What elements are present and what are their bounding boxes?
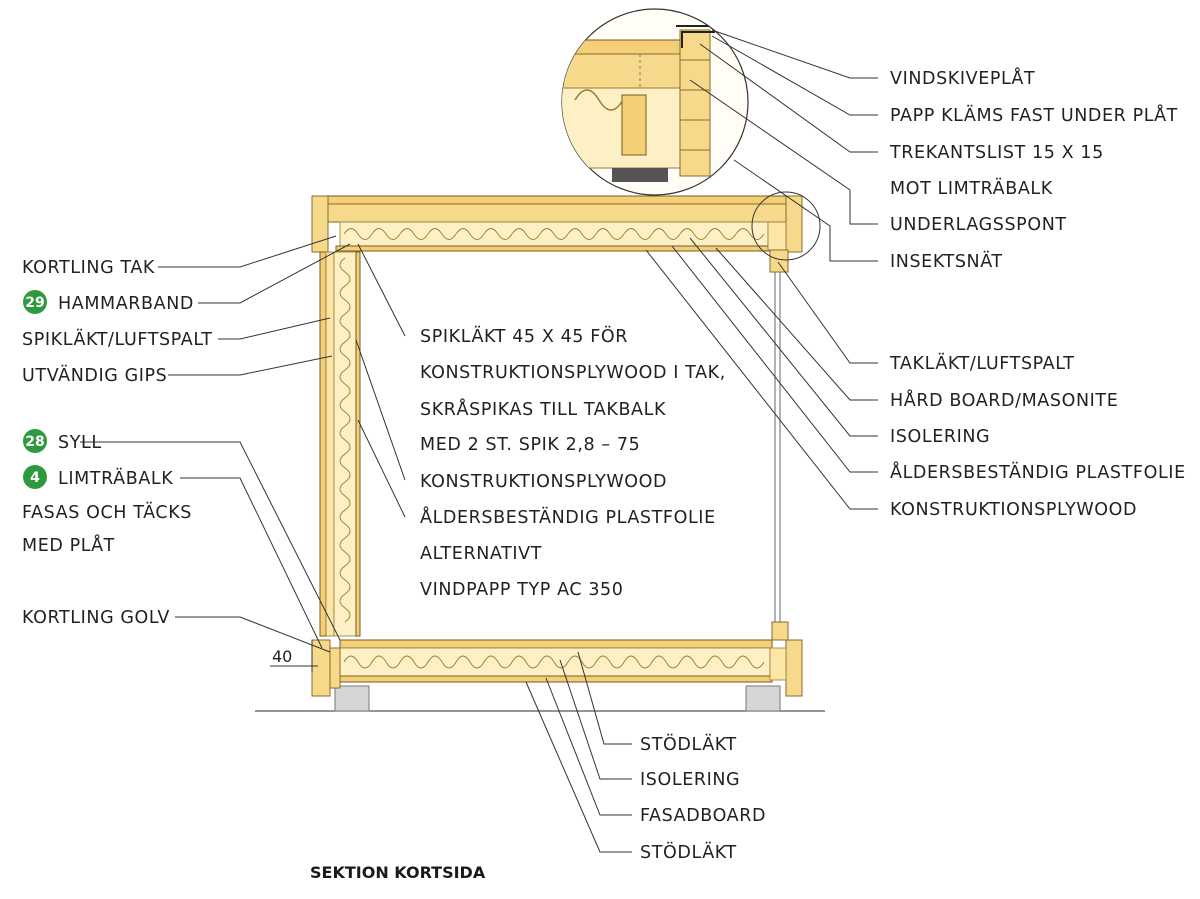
label-center-5: KONSTRUKTIONSPLYWOOD: [420, 472, 667, 492]
label-vindskiveplat: VINDSKIVEPLÅT: [890, 67, 1035, 89]
floor-assembly: [311, 621, 803, 697]
label-spiklakt-luftspalt: SPIKLÄKT/LUFTSPALT: [22, 329, 213, 350]
roof-assembly: [311, 195, 803, 273]
labels-bottom: STÖDLÄKT ISOLERING FASADBOARD STÖDLÄKT: [640, 733, 766, 863]
label-papp-klams: PAPP KLÄMS FAST UNDER PLÅT: [890, 104, 1178, 126]
label-kortling-golv: KORTLING GOLV: [22, 608, 170, 628]
label-center-8: VINDPAPP TYP AC 350: [420, 580, 624, 600]
label-taklakt-luftspalt: TAKLÄKT/LUFTSPALT: [889, 353, 1074, 374]
label-center-7: ALTERNATIVT: [420, 544, 542, 564]
label-center-6: ÅLDERSBESTÄNDIG PLASTFOLIE: [420, 506, 716, 528]
label-konstruktionsplywood-right: KONSTRUKTIONSPLYWOOD: [890, 500, 1137, 520]
label-fasadboard: FASADBOARD: [640, 806, 766, 826]
labels-center: SPIKLÄKT 45 X 45 FÖR KONSTRUKTIONSPLYWOO…: [420, 325, 726, 600]
badge-28: [23, 429, 47, 453]
support-right: [745, 685, 781, 712]
label-isolering-bottom: ISOLERING: [640, 770, 740, 790]
label-center-4: MED 2 ST. SPIK 2,8 – 75: [420, 435, 640, 455]
label-trekantslist: TREKANTSLIST 15 X 15: [889, 143, 1104, 163]
label-limtrabalk: LIMTRÄBALK: [58, 468, 173, 489]
labels-left: KORTLING TAK 29 HAMMARBAND SPIKLÄKT/LUFT…: [22, 258, 213, 628]
label-center-2: KONSTRUKTIONSPLYWOOD I TAK,: [420, 363, 726, 383]
badge-4: [23, 465, 47, 489]
label-center-3: SKRÅSPIKAS TILL TAKBALK: [420, 398, 666, 420]
drawing-title: SEKTION KORTSIDA: [310, 863, 486, 882]
badge-4-text: 4: [30, 470, 40, 486]
label-plastfolie-right: ÅLDERSBESTÄNDIG PLASTFOLIE: [890, 461, 1186, 483]
label-hammarband: HAMMARBAND: [58, 294, 194, 314]
label-fasas-och-tacks: FASAS OCH TÄCKS: [22, 502, 192, 523]
labels-right: VINDSKIVEPLÅT PAPP KLÄMS FAST UNDER PLÅT…: [889, 67, 1186, 520]
detail-circle: [561, 8, 749, 196]
label-kortling-tak: KORTLING TAK: [22, 258, 155, 278]
label-isolering-right: ISOLERING: [890, 427, 990, 447]
glass-wall: [774, 272, 781, 622]
label-stodlakt-2: STÖDLÄKT: [640, 841, 737, 863]
label-stodlakt-1: STÖDLÄKT: [640, 733, 737, 755]
label-syll: SYLL: [58, 433, 102, 453]
label-insektsnat: INSEKTSNÄT: [890, 251, 1003, 272]
leader-lines: [80, 29, 878, 853]
badge-29-text: 29: [25, 295, 44, 311]
label-utvandig-gips: UTVÄNDIG GIPS: [22, 365, 167, 386]
detail-marker-circle: [751, 191, 821, 261]
label-center-1: SPIKLÄKT 45 X 45 FÖR: [420, 325, 628, 347]
label-med-plat: MED PLÅT: [22, 534, 115, 556]
label-mot-limtrabalk: MOT LIMTRÄBALK: [890, 178, 1053, 199]
label-underlagsspont: UNDERLAGSSPONT: [890, 215, 1067, 235]
badge-29: [23, 290, 47, 314]
badge-28-text: 28: [25, 434, 44, 450]
left-wall-assembly: [319, 251, 361, 637]
dimension-value: 40: [272, 647, 292, 666]
support-left: [334, 685, 370, 712]
label-hard-board: HÅRD BOARD/MASONITE: [890, 389, 1118, 411]
